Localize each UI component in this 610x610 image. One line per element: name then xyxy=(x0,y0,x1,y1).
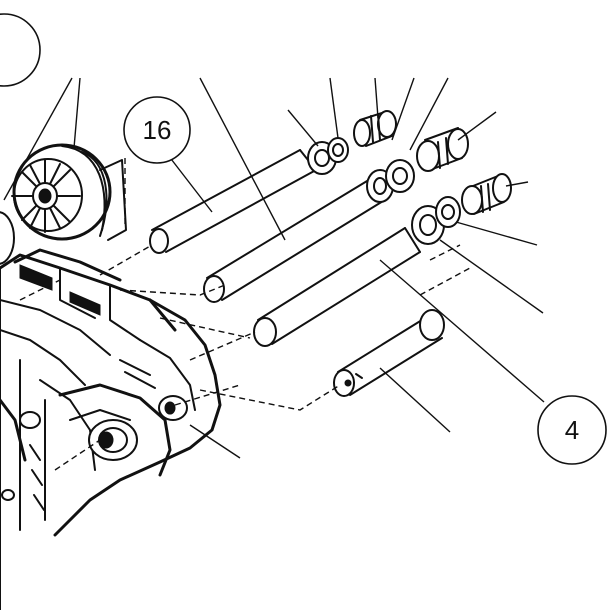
callout-16-label: 16 xyxy=(143,115,172,145)
callout-4: 4 xyxy=(537,395,607,465)
callout-16: 16 xyxy=(123,96,191,164)
pin-short xyxy=(333,309,445,397)
sleeve-top xyxy=(353,110,397,147)
frame-housing xyxy=(0,248,222,610)
pulley-wheel xyxy=(0,143,127,265)
pin-third xyxy=(253,196,461,347)
callout-partial-topleft xyxy=(0,13,41,87)
sleeve-second xyxy=(416,127,469,172)
sleeve-third xyxy=(461,173,512,215)
callout-4-label: 4 xyxy=(565,415,579,445)
leader-lines xyxy=(3,77,545,459)
pin-16 xyxy=(149,149,317,254)
washer-stack-top xyxy=(307,137,349,175)
pin-second xyxy=(203,159,415,303)
assembly-lines xyxy=(19,158,471,471)
